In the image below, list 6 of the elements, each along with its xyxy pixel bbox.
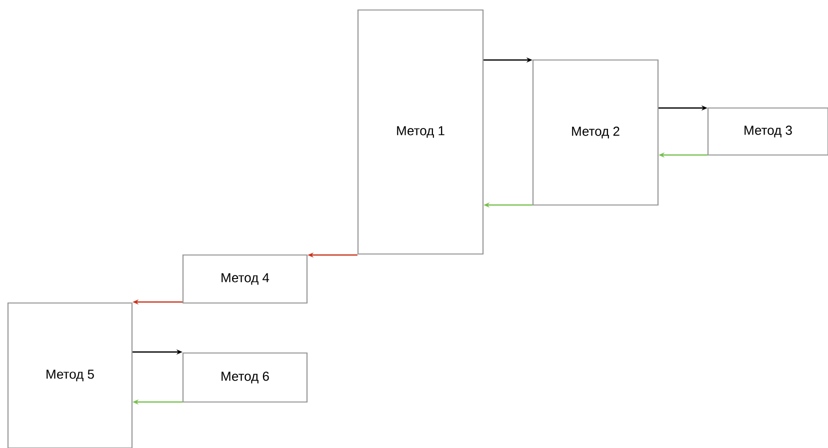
method-box: Метод 6	[182, 352, 308, 403]
method-box: Метод 3	[707, 107, 828, 156]
method-box: Метод 1	[357, 9, 484, 255]
method-box: Метод 4	[182, 254, 308, 304]
method-box: Метод 2	[532, 59, 659, 206]
method-box: Метод 5	[7, 302, 133, 448]
